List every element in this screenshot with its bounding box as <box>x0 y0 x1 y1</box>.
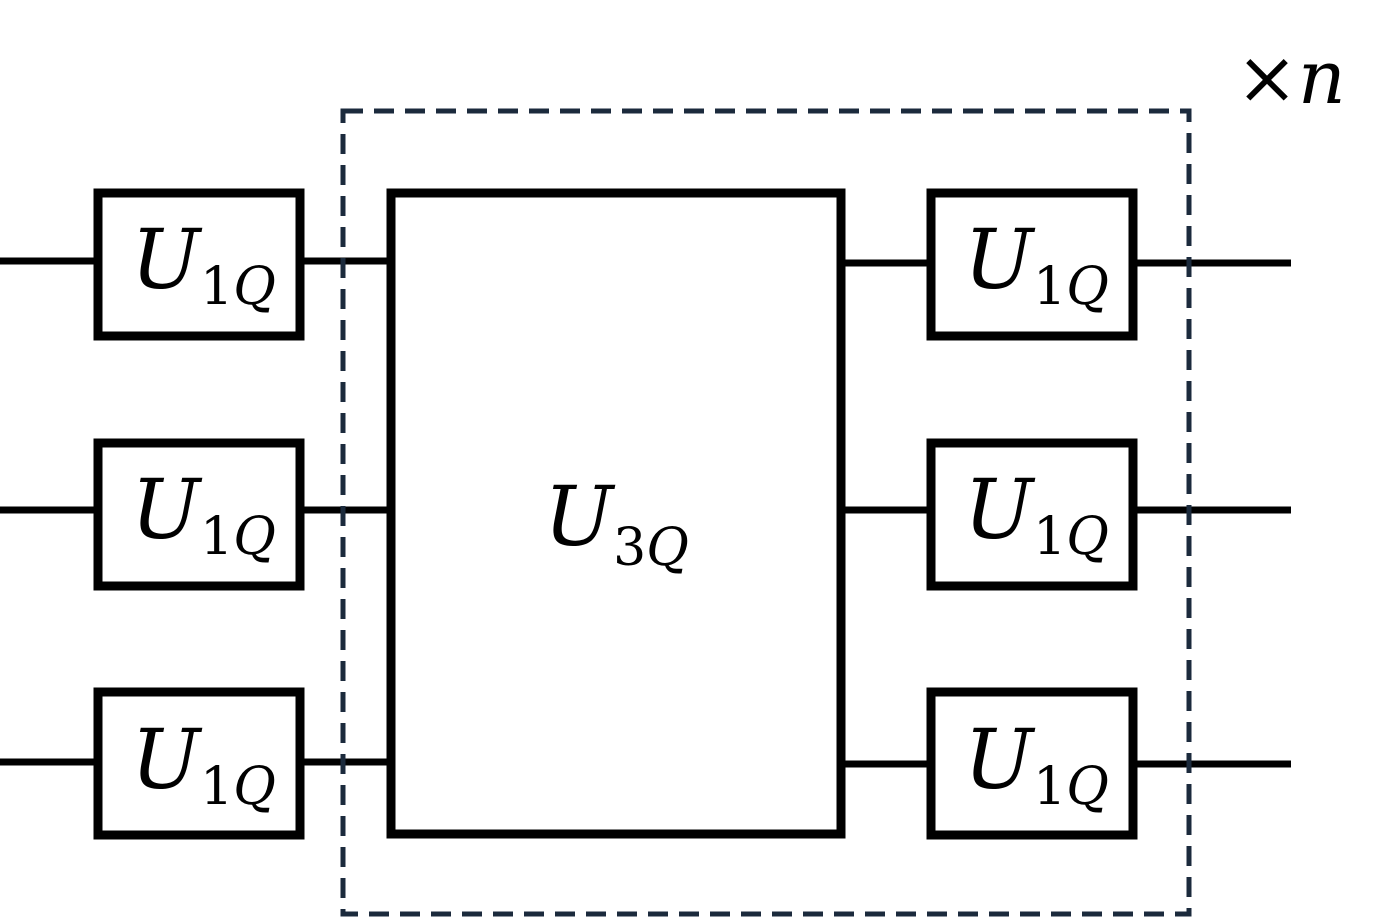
gate-box <box>93 687 305 840</box>
single-qubit-gate-right-2: U1Q <box>926 438 1138 591</box>
gate-box <box>93 438 305 591</box>
gate-label: U1Q <box>964 463 1109 567</box>
gate-symbol: U <box>544 470 616 565</box>
gate-box <box>926 687 1138 840</box>
gate-label: U1Q <box>131 713 276 817</box>
repeat-block-outline <box>340 108 1192 917</box>
repeat-variable: n <box>1298 35 1346 121</box>
gate-symbol: U <box>131 713 203 808</box>
three-qubit-gate-label: U3Q <box>544 470 689 578</box>
gate-subscript-letter: Q <box>1066 757 1109 817</box>
gate-subscript-letter: Q <box>1066 507 1109 567</box>
gate-subscript-digit: 1 <box>1033 507 1066 567</box>
single-qubit-gate-left-3: U1Q <box>93 687 305 840</box>
gate-symbol: U <box>131 463 203 558</box>
repeat-label: ×n <box>1236 35 1346 121</box>
gate-subscript-digit: 1 <box>200 257 233 317</box>
three-qubit-gate: U3Q <box>386 188 846 839</box>
gate-box <box>926 438 1138 591</box>
single-qubit-gate-left-1: U1Q <box>93 188 305 341</box>
gate-label: U1Q <box>131 213 276 317</box>
gate-box <box>926 188 1138 341</box>
gate-subscript-letter: Q <box>646 518 689 578</box>
gate-label: U1Q <box>964 713 1109 817</box>
single-qubit-gate-right-1: U1Q <box>926 188 1138 341</box>
gate-subscript-digit: 1 <box>200 507 233 567</box>
gate-subscript-digit: 1 <box>200 757 233 817</box>
gate-symbol: U <box>964 213 1036 308</box>
gate-subscript-letter: Q <box>1066 257 1109 317</box>
gate-subscript-letter: Q <box>233 757 276 817</box>
three-qubit-gate-box <box>386 188 846 839</box>
repeat-times-symbol: × <box>1236 35 1298 121</box>
gate-box <box>93 188 305 341</box>
gate-subscript-letter: Q <box>233 507 276 567</box>
gate-symbol: U <box>131 213 203 308</box>
gate-label: U1Q <box>964 213 1109 317</box>
single-qubit-gate-left-2: U1Q <box>93 438 305 591</box>
gate-subscript-digit: 1 <box>1033 757 1066 817</box>
gate-label: U1Q <box>131 463 276 567</box>
gate-subscript-letter: Q <box>233 257 276 317</box>
gate-subscript-digit: 1 <box>1033 257 1066 317</box>
gate-subscript-digit: 3 <box>613 518 646 578</box>
single-qubit-gate-right-3: U1Q <box>926 687 1138 840</box>
gate-symbol: U <box>964 713 1036 808</box>
gate-symbol: U <box>964 463 1036 558</box>
